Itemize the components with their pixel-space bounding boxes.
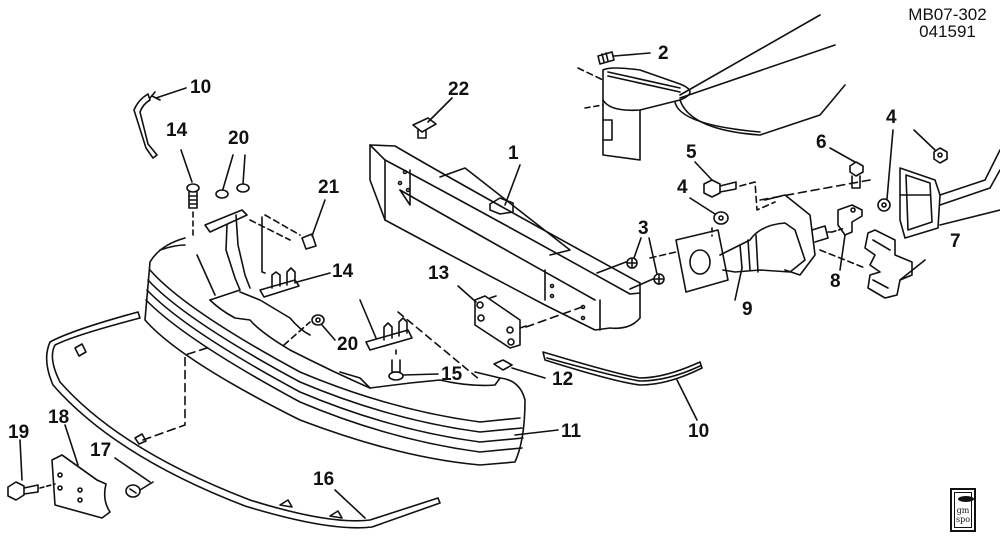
- part-10-left-molding: [133, 87, 187, 159]
- callout-20-top: 20: [228, 128, 250, 149]
- part-15-bolt: [388, 349, 439, 381]
- logo-oval-icon: [958, 496, 974, 502]
- callout-19: 19: [8, 422, 30, 443]
- callout-6: 6: [816, 132, 827, 153]
- part-4-nut-right-small: [877, 129, 894, 212]
- part-22-clip: [412, 97, 453, 139]
- callout-16: 16: [313, 469, 335, 490]
- drawing-date-code: 041591: [919, 22, 976, 41]
- callout-10-right: 10: [688, 421, 710, 442]
- callout-14-top: 14: [166, 120, 188, 141]
- part-21-clip: [264, 199, 326, 250]
- gm-spo-logo: gm spo: [950, 488, 976, 532]
- part-11-bumper-fascia: [144, 237, 559, 466]
- callout-22: 22: [448, 79, 470, 100]
- part-14-stud-plate-upper: [259, 267, 331, 298]
- callout-4-right: 4: [886, 107, 897, 128]
- callout-5: 5: [686, 142, 697, 163]
- callout-4-left: 4: [677, 177, 688, 198]
- part-20-nuts-top: [215, 154, 250, 199]
- fender-headlamp: [577, 14, 846, 161]
- callout-11: 11: [561, 421, 582, 442]
- part-9-energy-absorber: [649, 194, 833, 301]
- part-1-impact-bar: [369, 144, 641, 331]
- part-6-bolt: [759, 147, 871, 201]
- callout-7: 7: [950, 231, 961, 252]
- callout-21: 21: [318, 177, 340, 198]
- part-4-nut-far-right: [913, 129, 948, 164]
- callout-18: 18: [48, 407, 70, 428]
- drawing-number: MB07-302: [908, 5, 987, 24]
- part-3-nuts: [596, 237, 665, 290]
- logo-frame: gm spo: [954, 492, 974, 528]
- part-12-clip: [493, 359, 546, 379]
- part-14-stud-plate-lower: [359, 299, 481, 381]
- part-18-bracket: [51, 424, 111, 519]
- callout-3: 3: [638, 218, 649, 239]
- callout-1: 1: [508, 143, 519, 164]
- part-7-shim: [819, 229, 926, 299]
- part-10-right-molding: [542, 351, 703, 421]
- part-16-lower-molding: [45, 311, 441, 529]
- part-14-bolt-left: [180, 149, 200, 237]
- logo-text-gm: gm: [956, 506, 970, 515]
- callout-15: 15: [441, 364, 463, 385]
- part-13-bracket: [457, 285, 583, 349]
- part-5-bolt: [694, 161, 776, 211]
- part-20-nut-middle: [283, 314, 336, 346]
- logo-text-spo: spo: [955, 515, 971, 524]
- callout-14-mid: 14: [332, 261, 354, 282]
- callout-20-mid: 20: [337, 334, 359, 355]
- callout-8: 8: [830, 271, 841, 292]
- part-17-screw: [114, 457, 154, 498]
- part-8-bracket: [831, 204, 863, 271]
- left-bumper-bracket: [204, 209, 291, 301]
- part-19-bolt: [7, 439, 56, 501]
- callout-2: 2: [658, 43, 669, 64]
- callout-17: 17: [90, 440, 112, 461]
- callout-10-left: 10: [190, 77, 212, 98]
- frame-rail-mount: [899, 149, 1000, 239]
- callout-13: 13: [428, 263, 450, 284]
- callout-9: 9: [742, 299, 753, 320]
- part-2-screw: [597, 51, 651, 65]
- part-4-nut-left: [689, 197, 729, 237]
- callout-12: 12: [552, 369, 574, 390]
